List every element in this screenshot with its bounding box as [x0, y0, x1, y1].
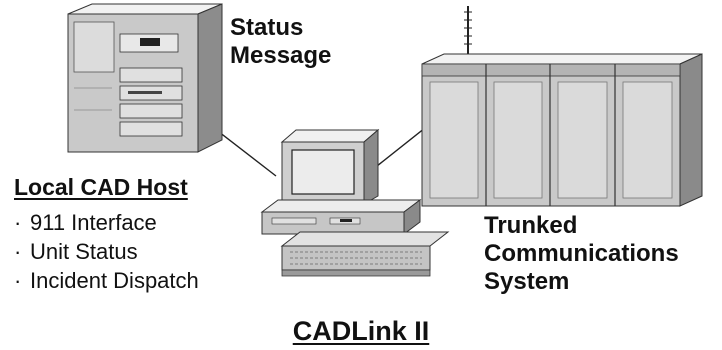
status-message-line2: Message — [230, 41, 332, 69]
bullet-icon: · — [14, 239, 22, 264]
cad-workstation-icon — [260, 128, 450, 277]
host-feature-list: · 911 Interface · Unit Status · Incident Di… — [14, 208, 199, 295]
diagram-caption: CADLink II — [292, 316, 430, 346]
trunked-system-label: Trunked Communications System — [484, 212, 679, 296]
status-message-line1: Status — [230, 14, 304, 41]
server-tower-icon — [67, 3, 223, 153]
trunked-line3: System — [484, 268, 570, 295]
host-feature-item: · 911 Interface — [14, 208, 199, 237]
trunked-radio-cabinets-icon — [421, 6, 703, 207]
host-feature-item: · Incident Dispatch — [14, 266, 199, 295]
host-feature-item: · Unit Status — [14, 237, 199, 266]
status-message-label: Status Message — [230, 14, 331, 69]
link-workstation-to-radio — [371, 123, 431, 171]
host-feature-label: Unit Status — [30, 239, 138, 264]
trunked-line1: Trunked — [484, 212, 578, 239]
local-cad-host-title: Local CAD Host — [14, 174, 188, 200]
bullet-icon: · — [14, 268, 22, 293]
host-feature-label: 911 Interface — [30, 210, 157, 235]
host-feature-label: Incident Dispatch — [30, 268, 199, 293]
bullet-icon: · — [14, 210, 22, 235]
trunked-line2: Communications — [484, 240, 679, 267]
